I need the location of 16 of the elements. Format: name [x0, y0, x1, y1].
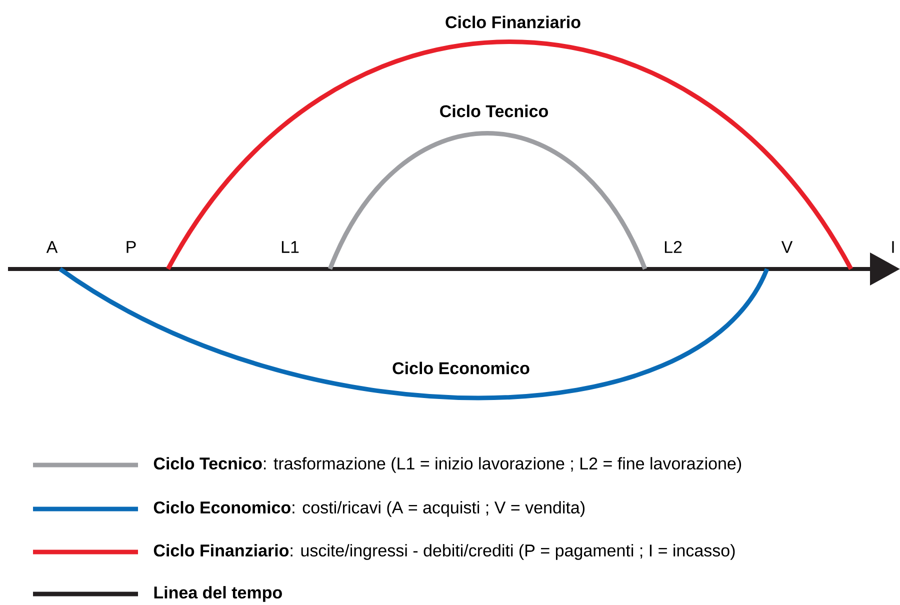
point-label: V: [781, 241, 793, 253]
legend-text: Linea del tempo: [154, 586, 282, 602]
point-label: L2: [664, 241, 682, 253]
point-label: P: [126, 241, 136, 253]
legend-text: Ciclo Tecnico: trasformazione (L1 = inizio lavorazione ; L2 = fine lavorazione): [154, 457, 742, 473]
point-label: I: [892, 241, 894, 253]
edge-label: Ciclo Finanziario: [446, 16, 580, 28]
cycle-curve: [166, 40, 853, 270]
point-label: A: [46, 241, 58, 253]
cycle-curve: [328, 131, 648, 270]
legend-text: Ciclo Economico: costi/ricavi (A = acquisti ; V = vendita): [154, 501, 584, 517]
edge-label: Ciclo Economico: [392, 362, 530, 374]
legend-text: Ciclo Finanziario: uscite/ingressi - debiti/crediti (P = pagamenti ; I = incasso): [154, 544, 735, 560]
edge-label: Ciclo Tecnico: [440, 104, 548, 118]
cycle-curve: [58, 267, 769, 400]
point-label: L1: [282, 241, 299, 253]
